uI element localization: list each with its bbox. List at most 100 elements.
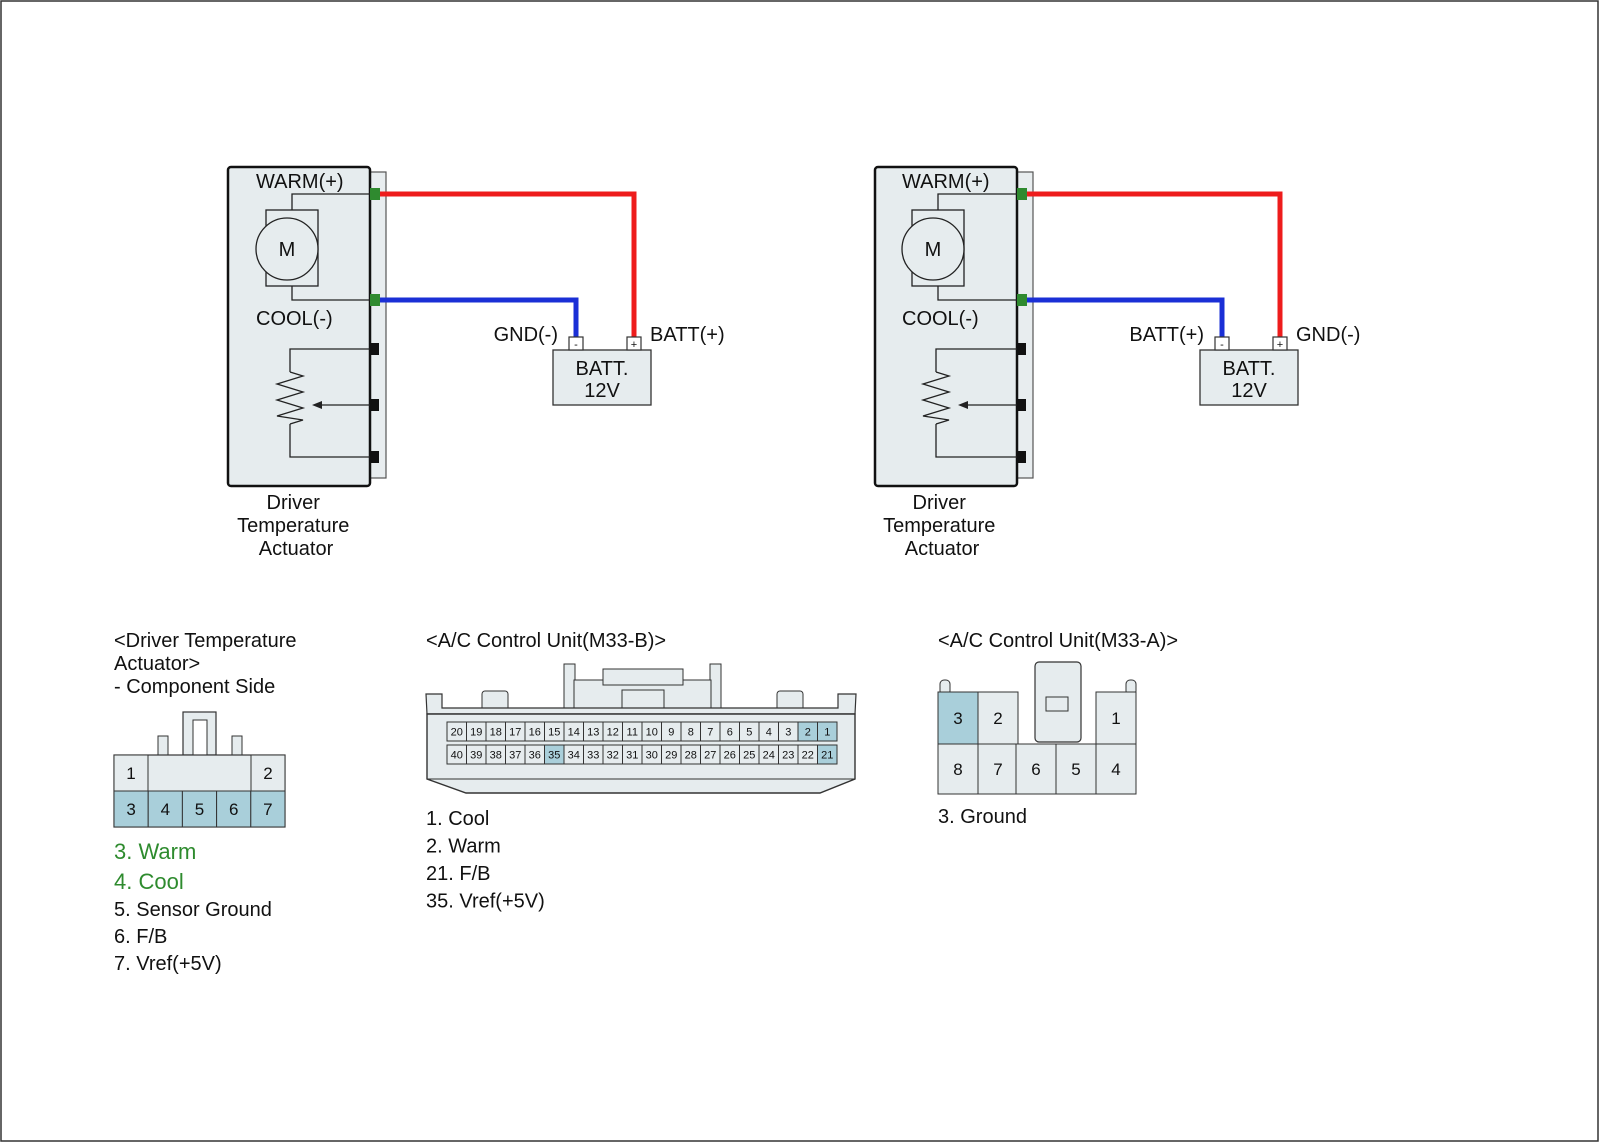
connector-pin: 11 [622, 721, 643, 742]
minus-sign: - [1220, 339, 1224, 351]
connector-pin: 31 [622, 744, 643, 765]
pin-number: 27 [704, 750, 716, 762]
plus-sign: + [1277, 339, 1283, 351]
pin-number: 19 [470, 727, 482, 739]
connector-pin: 36 [524, 744, 545, 765]
connector-pin: 27 [700, 744, 721, 765]
connector-pin: 1 [817, 721, 838, 742]
pin-number: 35 [548, 750, 560, 762]
minus-sign: - [574, 339, 578, 351]
battery-plus-terminal [1272, 336, 1288, 351]
connector-pin: 33 [583, 744, 604, 765]
pin-number: 4 [766, 727, 772, 739]
pin-number: 2 [993, 709, 1002, 728]
pin-number: 25 [743, 750, 755, 762]
pin-number: 9 [668, 727, 674, 739]
pin-number: 37 [509, 750, 521, 762]
warm-label: WARM(+) [902, 171, 990, 193]
battery-minus-terminal [1214, 336, 1230, 351]
cool-terminal [1017, 294, 1027, 306]
pin-number: 2 [263, 764, 272, 783]
legend-item: 21. F/B [426, 863, 490, 885]
connector-pin: 15 [544, 721, 565, 742]
connector-pin: 30 [641, 744, 662, 765]
terminal-pin [371, 399, 379, 411]
terminal-pin [371, 451, 379, 463]
terminal-pin [1018, 399, 1026, 411]
connector-pin: 5 [181, 790, 218, 828]
pin-number: 5 [1071, 760, 1080, 779]
pin-number: 11 [627, 727, 638, 739]
motor-label: M [279, 239, 296, 261]
pin-number: 39 [470, 750, 482, 762]
pin-number: 10 [646, 727, 658, 739]
connector-pin: 6 [1015, 743, 1057, 795]
pin-number: 18 [490, 727, 502, 739]
connector-pin: 26 [719, 744, 740, 765]
connector-pin: 2 [977, 691, 1019, 745]
terminal-pin [371, 343, 379, 355]
connector-pin: 2 [250, 754, 286, 792]
connector-pin: 14 [563, 721, 584, 742]
pin-number: 7 [707, 727, 713, 739]
terminal-pin [1018, 451, 1026, 463]
connector-pin: 8 [937, 743, 979, 795]
pin-number: 17 [509, 727, 521, 739]
connector-pin: 25 [739, 744, 760, 765]
motor-label: M [925, 239, 942, 261]
connector-pin: 29 [661, 744, 682, 765]
pin-number: 12 [607, 727, 619, 739]
connector-pin: 13 [583, 721, 604, 742]
connector-pin: 2 [797, 721, 818, 742]
legend-item: 3. Warm [114, 839, 196, 864]
connector-pin: 3 [937, 691, 979, 745]
potentiometer-icon [274, 348, 370, 458]
connector-pin: 16 [524, 721, 545, 742]
pin-number: 16 [529, 727, 541, 739]
actuator-connector-section: <Driver Temperature Actuator> - Componen… [113, 630, 296, 975]
battery-voltage: 12V [584, 380, 620, 402]
pin-number: 5 [746, 727, 752, 739]
battery-plus-terminal [626, 336, 642, 351]
m33a-pin-legend: 3. Ground [938, 806, 1027, 828]
cool-wire [380, 297, 579, 337]
connector-pin: 1 [1095, 691, 1137, 745]
pin-number: 2 [805, 727, 811, 739]
legend-item: 5. Sensor Ground [114, 899, 272, 921]
connector-pin: 19 [466, 721, 487, 742]
pin-number: 21 [821, 750, 833, 762]
pin-number: 24 [763, 750, 775, 762]
connector-pin: 9 [661, 721, 682, 742]
connector-pin: 4 [758, 721, 779, 742]
battery-minus-terminal [568, 336, 584, 351]
legend-item: 35. Vref(+5V) [426, 891, 545, 913]
connector-pin: 6 [216, 790, 252, 828]
connector-pin: 8 [680, 721, 701, 742]
pin-number: 29 [665, 750, 677, 762]
connector-pin: 10 [641, 721, 662, 742]
battery-left-terminal-label: BATT(+) [1129, 324, 1204, 346]
pin-number: 6 [229, 800, 238, 819]
connector-pin: 1 [113, 754, 149, 792]
pin-number: 31 [626, 750, 638, 762]
battery-left-terminal-label: GND(-) [494, 324, 558, 346]
pin-number: 20 [451, 727, 463, 739]
connector-pin: 6 [719, 721, 740, 742]
pin-number: 14 [568, 727, 580, 739]
connector-pin: 34 [563, 744, 584, 765]
connector-pin: 35 [544, 744, 565, 765]
warm-wire [380, 191, 637, 337]
legend-item: 2. Warm [426, 836, 501, 858]
connector-pin: 39 [466, 744, 487, 765]
cool-terminal [370, 294, 380, 306]
battery-right-terminal-label: GND(-) [1296, 324, 1360, 346]
battery-voltage: 12V [1231, 380, 1267, 402]
warm-terminal [370, 188, 380, 200]
